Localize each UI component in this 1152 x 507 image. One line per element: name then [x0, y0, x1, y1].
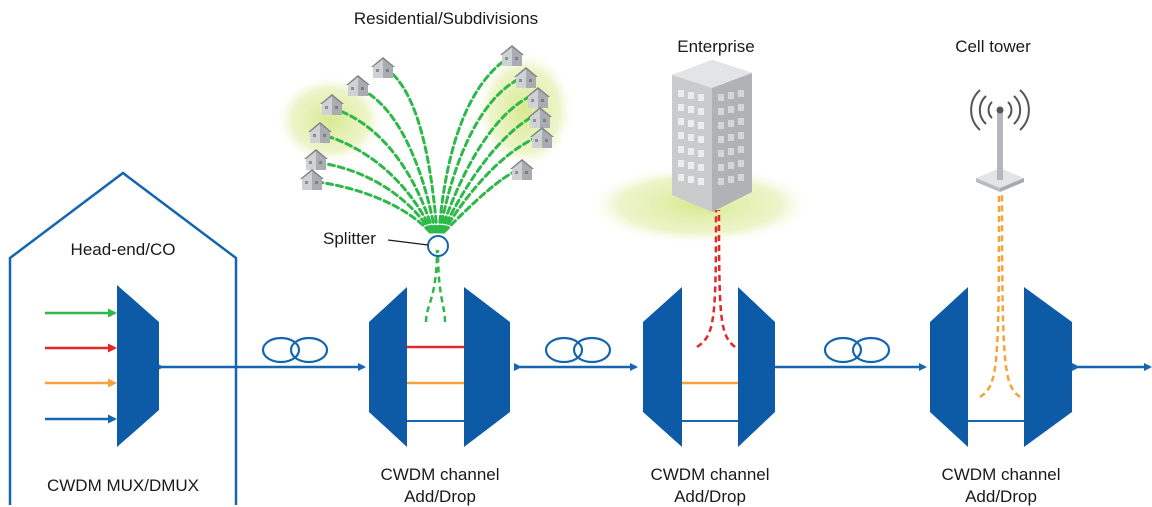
fiber-spool-icon [544, 336, 612, 364]
cell-tower-label: Cell tower [955, 37, 1031, 56]
residential-label: Residential/Subdivisions [353, 9, 539, 28]
headend-outline [8, 171, 238, 505]
mux-block [117, 285, 159, 447]
node-2-sublabel: Add/Drop [674, 487, 746, 506]
splitter-label: Splitter [323, 229, 376, 248]
input-arrows [45, 308, 117, 424]
enterprise-label: Enterprise [677, 37, 755, 56]
building-icon [672, 60, 752, 212]
node-3-sublabel: Add/Drop [965, 487, 1037, 506]
mux-label: CWDM MUX/DMUX [46, 476, 200, 495]
headend-label: Head-end/CO [70, 240, 176, 259]
residential-drops [312, 56, 537, 234]
node-3-label: CWDM channel [941, 465, 1061, 484]
fiber-spool-icon [261, 336, 329, 364]
cell-tower-icon [970, 89, 1030, 192]
node-2-label: CWDM channel [650, 465, 770, 484]
node-1-sublabel: Add/Drop [404, 487, 476, 506]
add-drop-node-3 [930, 194, 1072, 447]
add-drop-node-1 [369, 249, 510, 447]
fiber-spool-icon [823, 336, 891, 364]
splitter-leader [387, 239, 429, 246]
add-drop-node-2 [643, 209, 775, 447]
splitter-icon [427, 235, 449, 257]
node-1-label: CWDM channel [380, 465, 500, 484]
